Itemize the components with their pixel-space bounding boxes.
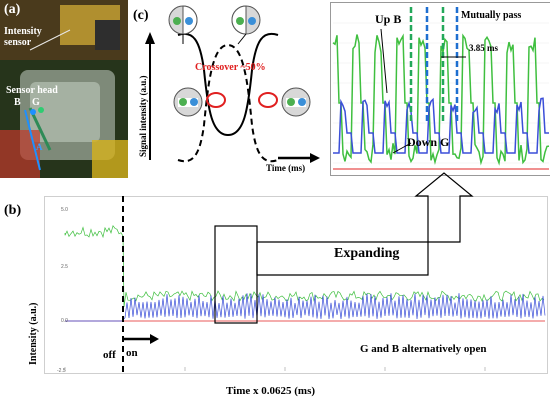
main-green-trace — [64, 225, 545, 308]
sensor-photo: (a) Intensity sensor Sensor head B G A — [0, 0, 128, 178]
on-label: on — [126, 347, 138, 359]
ytick-0: 0.0 — [61, 318, 68, 324]
y-axis-arrow — [145, 32, 155, 44]
expanding-label: Expanding — [334, 246, 400, 261]
main-trace-plot — [64, 225, 546, 371]
a-label: A — [36, 142, 43, 152]
aperture-icon-top-left — [168, 5, 198, 35]
mutually-pass-label: Mutually pass — [461, 10, 522, 21]
b-label: B — [14, 97, 21, 108]
zoom-panel: Up B Down G Mutually pass 3.85 ms — [330, 2, 550, 176]
down-g-pointer — [392, 142, 412, 154]
signal-schematic — [145, 5, 320, 163]
aperture-icon-mid-right — [281, 87, 311, 117]
off-label: off — [103, 349, 116, 361]
up-b-label: Up B — [375, 12, 402, 26]
up-b-pointer — [380, 28, 388, 94]
interval-label: 3.85 ms — [469, 43, 498, 53]
panel-b-ylabel: Intensity (a.u.) — [28, 302, 39, 365]
ytick-5: 5.0 — [61, 207, 68, 213]
sensor-head-label: Sensor head — [6, 85, 58, 96]
panel-b-xlabel: Time x 0.0625 (ms) — [226, 385, 316, 397]
sensor-label-line2: sensor — [4, 37, 32, 48]
crossover-label: Crossover ~50% — [195, 62, 266, 73]
panel-c-label: (c) — [133, 8, 149, 23]
solid-curve — [177, 32, 279, 137]
panel-b-label: (b) — [4, 203, 22, 218]
ytick-minus-2-5: -2.5 — [57, 368, 66, 374]
panel-a-label: (a) — [4, 2, 21, 17]
sensor-photo-drawing — [0, 0, 128, 178]
sensor-label: Intensity sensor — [4, 26, 42, 48]
dashed-curve — [177, 43, 279, 163]
down-g-label: Down G — [407, 135, 450, 149]
zoom-plot — [332, 7, 550, 170]
x-axis-arrowhead — [310, 153, 320, 163]
aperture-icon-mid-left — [173, 87, 203, 117]
zoom-blue-trace — [333, 97, 549, 154]
panel-c-ylabel: Signal intensity (a.u.) — [138, 75, 148, 157]
panel-c-xlabel: Time (ms) — [266, 163, 306, 173]
g-label: G — [32, 97, 40, 108]
ytick-2-5: 2.5 — [61, 264, 68, 270]
alternate-note: G and B alternatively open — [360, 343, 487, 355]
aperture-icon-top-right — [231, 5, 261, 35]
crossover-circle-right — [258, 92, 278, 108]
main-blue-trace — [65, 293, 546, 322]
sensor-label-line1: Intensity — [4, 26, 42, 37]
zoom-green-trace — [332, 33, 550, 166]
crossover-circle-left — [206, 92, 226, 108]
